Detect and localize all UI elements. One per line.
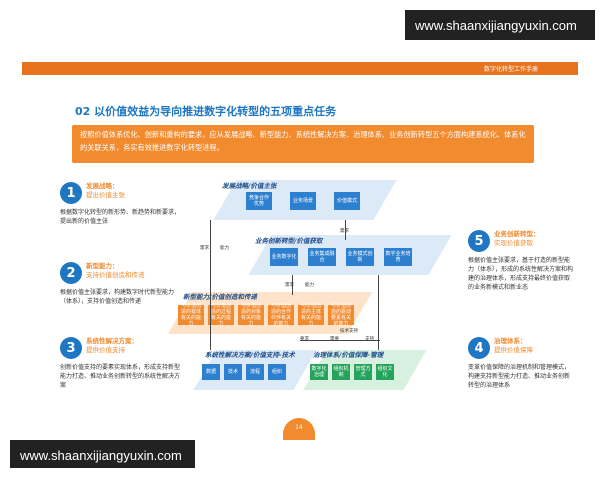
item-2-title: 新型能力： (86, 262, 119, 270)
layer1-label: 发展战略/价值主张 (222, 182, 277, 190)
item-1-subtitle: 提出价值主张 (86, 191, 125, 199)
item-1-title: 发展战略： (86, 182, 119, 190)
badge-1: 1 (60, 182, 82, 204)
label-requirement: 要求 (300, 337, 309, 342)
layer3-node-4: 与价值创造的合作伙伴有关的能力 (268, 303, 294, 327)
badge-3: 3 (60, 337, 82, 359)
label-cap-1: 能力 (220, 246, 229, 251)
item-3-desc: 创新价值支持的要素实现体系，形成支持新型能力打造、推动业务创新转型的系统性解决方… (60, 364, 181, 389)
right-item-4: 4 治理体系： 提供价值保障 变革价值保障的治理机制和管理模式，构建支持新型能力… (468, 337, 573, 390)
layer3-node-3: 与价值创造的对象有关的能力 (238, 303, 264, 327)
label-support: 支持 (365, 337, 374, 342)
watermark-top: www.shaanxijiangyuxin.com (405, 10, 595, 40)
left-item-1: 1 发展战略： 提出价值主张 根据数字化转型的新形势、新趋势和新要求，提出新的价… (60, 182, 180, 226)
item-4-subtitle: 提供价值保障 (494, 346, 533, 354)
layer4b-node-4: 组织文化 (376, 364, 394, 380)
layer4b-node-2: 组织机制 (332, 364, 350, 380)
item-4-title: 治理体系： (494, 337, 527, 345)
layer1-node-1: 竞争合作优势 (246, 192, 272, 210)
layer4a-node-3: 流程 (246, 364, 264, 380)
left-item-2: 2 新型能力： 支持价值创造和传递 根据价值主张要求，构建数字时代新型能力（体系… (60, 262, 180, 306)
item-5-subtitle: 实现价值获取 (494, 239, 533, 247)
connector-right (378, 275, 379, 350)
layer2-node-3: 业务模式创新 (346, 248, 374, 266)
label-req-3: 需求 (285, 283, 294, 288)
item-5-desc: 根据价值主张要求，基于打造的新型能力（体系），形成的系统性解决方案和构建的治理体… (468, 257, 574, 291)
layer2-node-2: 业务集成融合 (308, 248, 336, 266)
badge-2: 2 (60, 262, 82, 284)
label-req-2: 需求 (340, 229, 349, 234)
layer3-label: 新型能力/价值创造和传递 (183, 293, 257, 301)
section-title: 02 以价值效益为导向推进数字化转型的五项重点任务 (75, 105, 337, 118)
item-3-title: 系统性解决方案： (86, 337, 138, 345)
layer4b-node-3: 管理方式 (354, 364, 372, 380)
connector-top (345, 220, 346, 240)
layer4a-node-2: 技术 (224, 364, 242, 380)
page-number: 14 (283, 418, 315, 440)
item-4-desc: 变革价值保障的治理机制和管理模式，构建支持新型能力打造、推动业务创新转型的治理体… (468, 364, 571, 389)
badge-5: 5 (468, 230, 490, 252)
item-2-desc: 根据价值主张要求，构建数字时代新型能力（体系），支持价值创造和传递 (60, 289, 175, 305)
right-item-5: 5 业务创新转型： 实现价值获取 根据价值主张要求，基于打造的新型能力（体系），… (468, 230, 573, 292)
watermark-bottom: www.shaanxijiangyuxin.com (10, 440, 195, 468)
layer2-node-1: 业务数字化 (270, 248, 298, 266)
layer2-node-4: 数字业务培育 (384, 248, 412, 266)
layer3-node-1: 与价值创造的载体有关的能力 (178, 303, 204, 327)
label-cap-2: 能力 (305, 283, 314, 288)
layer4b-label: 治理体系/价值保障-管理 (313, 351, 384, 359)
connector-left (210, 220, 211, 350)
connector-mid (292, 275, 293, 295)
item-3-subtitle: 提供价值支持 (86, 346, 125, 354)
item-2-subtitle: 支持价值创造和传递 (86, 271, 145, 279)
item-5-title: 业务创新转型： (494, 230, 540, 238)
layer4a-node-1: 数据 (202, 364, 220, 380)
layer3-node-2: 与价值创造的过程有关的能力 (208, 303, 234, 327)
header-banner: 数字化转型工作手册 (22, 62, 578, 75)
layer4a-label: 系统性解决方案/价值支持-技术 (205, 351, 295, 359)
layer3-node-6: 与价值创造的驱动要素有关的能力 (328, 303, 354, 327)
label-need: 需要 (330, 337, 339, 342)
layer3-node-5: 与价值创造的主体有关的能力 (298, 303, 324, 327)
layer4b-node-1: 数字化治理 (310, 364, 328, 380)
item-1-desc: 根据数字化转型的新形势、新趋势和新要求，提出新的价值主张 (60, 209, 181, 225)
connector-horizontal (300, 340, 380, 341)
layer2-label: 业务创新转型/价值获取 (255, 237, 323, 245)
left-item-3: 3 系统性解决方案： 提供价值支持 创新价值支持的要素实现体系，形成支持新型能力… (60, 337, 180, 390)
label-req-1: 需求 (200, 246, 209, 251)
label-tech-support: 技术支持 (340, 329, 358, 334)
intro-box: 按照价值体系优化、创新和重构的要求，应从发展战略、新型能力、系统性解决方案、治理… (72, 125, 534, 163)
layer1-node-2: 业务场景 (290, 192, 316, 210)
layer4a-node-4: 组织 (268, 364, 286, 380)
badge-4: 4 (468, 337, 490, 359)
layer1-node-3: 价值模式 (334, 192, 360, 210)
